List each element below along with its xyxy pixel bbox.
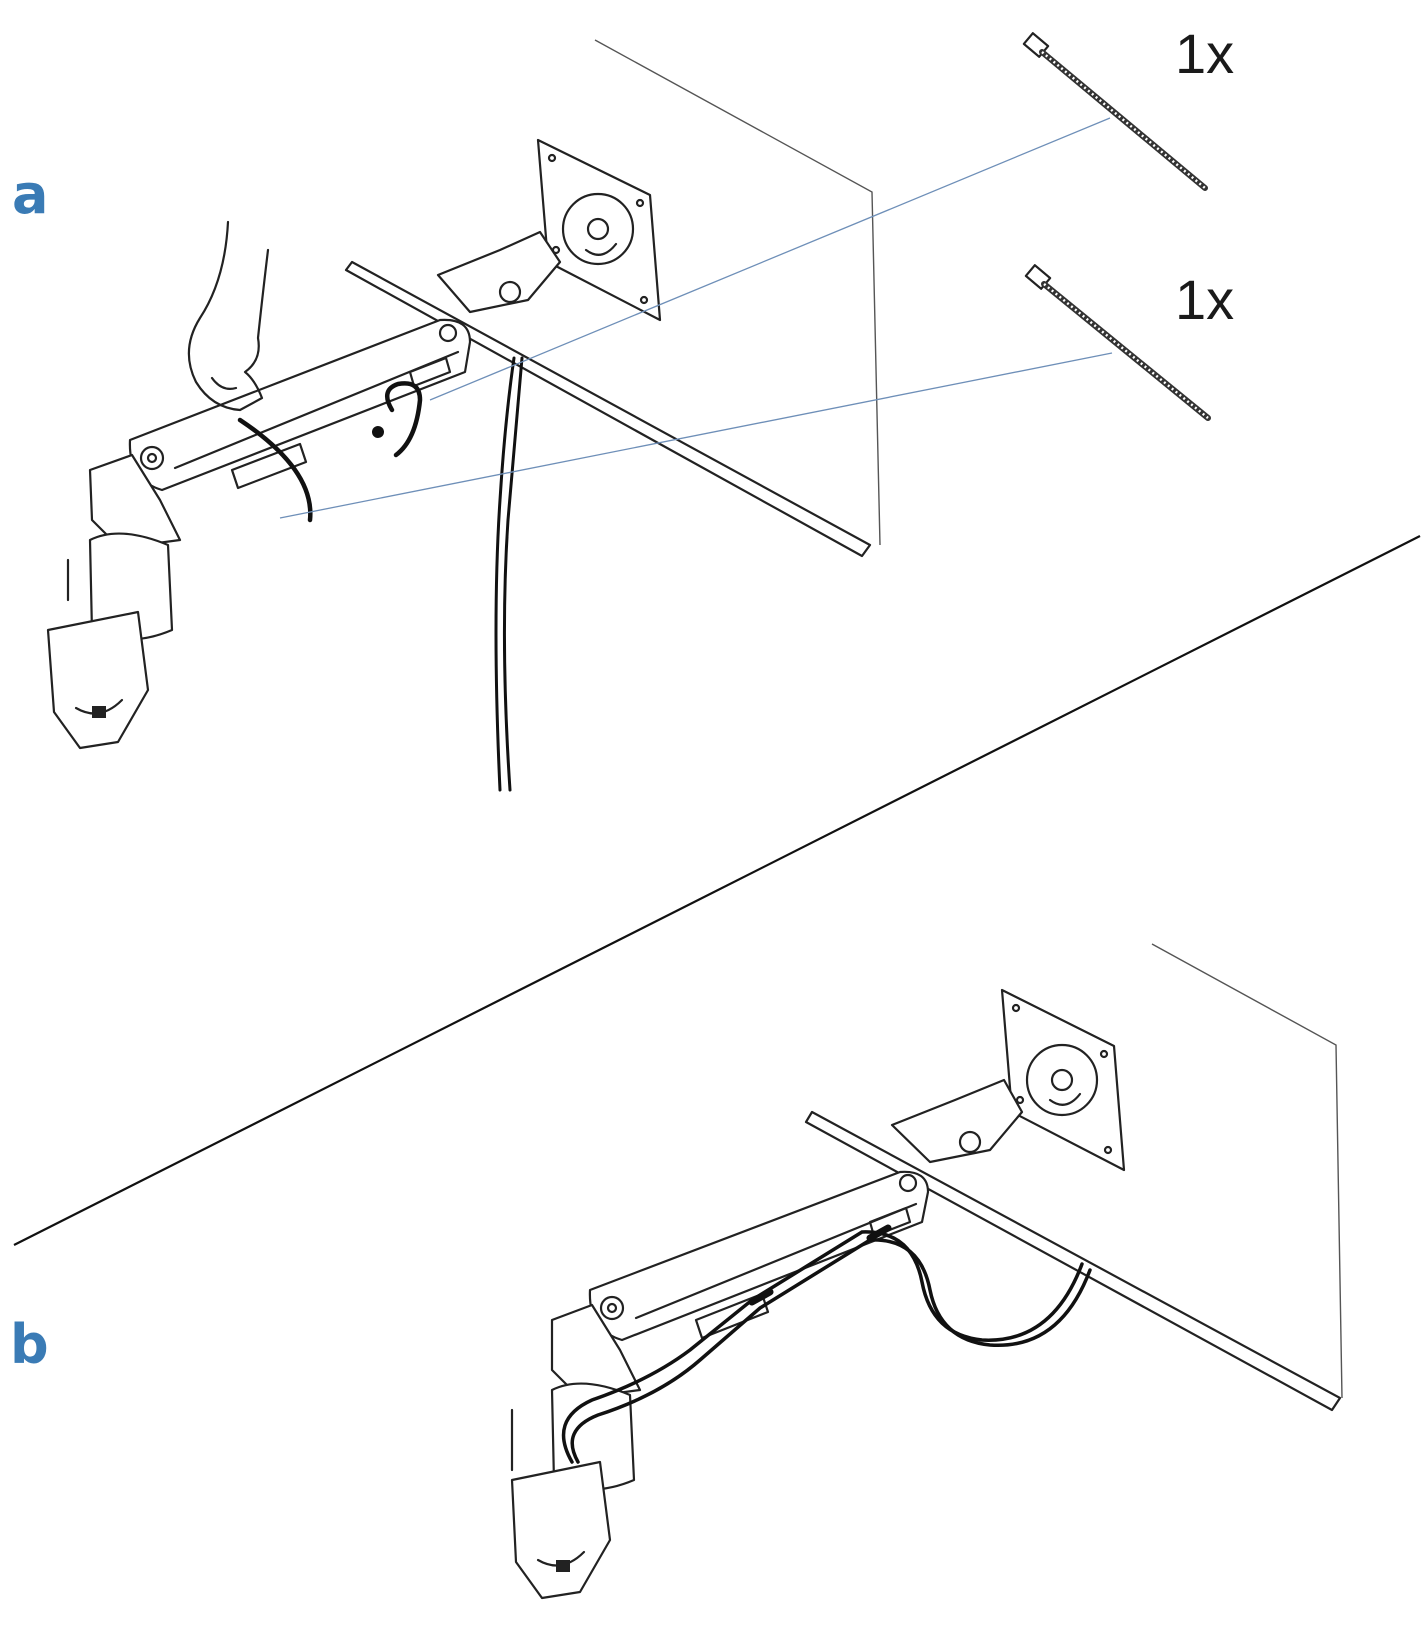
- panel-b-base-clamp: [510, 1460, 612, 1600]
- panel-a-cable-tie-1: [237, 417, 313, 523]
- cable-tie-quantity-top: 1x: [1175, 22, 1235, 85]
- panel-a-vesa-plate-icon: [536, 138, 662, 322]
- panel-b-wall: [1151, 943, 1343, 1399]
- panel-b-cable-tie-2: [866, 1224, 892, 1242]
- panel-a-hand-icon: [187, 220, 270, 412]
- panel-b-cable-tie-1: [748, 1288, 774, 1306]
- panel-a-leader-1: [429, 117, 1111, 401]
- panel-a-tilt-joint: [436, 230, 562, 314]
- step-label-b: b: [10, 1313, 49, 1376]
- panel-a-base-clamp: [46, 610, 150, 750]
- panel-b-tilt-joint: [890, 1078, 1024, 1164]
- panel-a-cable-2: [502, 356, 524, 792]
- panel-a-leader-2: [279, 352, 1113, 519]
- panel-a-elbow: [88, 453, 182, 550]
- cable-tie-quantity-bottom: 1x: [1175, 268, 1235, 331]
- panel-b-vesa-plate-icon: [1000, 988, 1126, 1172]
- panel-a-cable-1: [494, 356, 516, 792]
- panel-a: [46, 32, 1211, 792]
- panel-a-desk-edge: [344, 260, 872, 558]
- panel-b: [510, 943, 1343, 1600]
- panel-divider: [13, 535, 1421, 1246]
- cable-tie-icon-bottom: [1024, 264, 1211, 421]
- panel-b-cable-2: [561, 1230, 1084, 1464]
- cable-tie-icon-top: [1022, 32, 1208, 191]
- panel-a-wall: [594, 39, 881, 546]
- panel-b-elbow: [550, 1303, 642, 1400]
- panel-b-desk-edge: [804, 1110, 1342, 1412]
- panel-a-cable-tie-2: [384, 381, 423, 458]
- step-label-a: a: [12, 163, 49, 226]
